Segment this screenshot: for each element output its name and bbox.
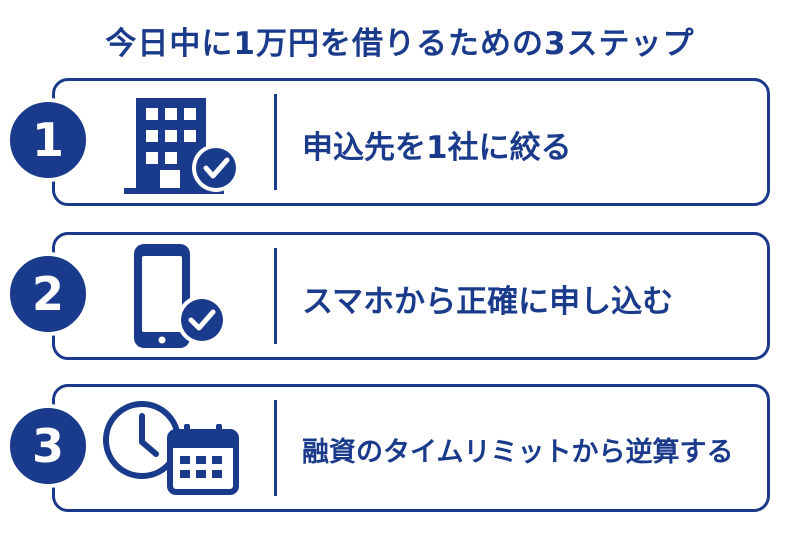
step-number-badge: 1 bbox=[6, 98, 90, 182]
smartphone-check-icon bbox=[134, 244, 227, 348]
clock-calendar-icon bbox=[103, 401, 239, 495]
step-label: 融資のタイムリミットから逆算する bbox=[302, 437, 734, 468]
step-3: 3 融資のタイムリミットから逆算する bbox=[0, 384, 800, 524]
step-1: 1 申込先を1社に絞る bbox=[0, 78, 800, 218]
step-label: 申込先を1社に絞る bbox=[302, 130, 572, 166]
building-check-icon bbox=[124, 98, 240, 194]
step-number-badge: 3 bbox=[6, 404, 90, 488]
step-divider bbox=[274, 248, 277, 344]
step-divider bbox=[274, 400, 277, 496]
step-divider bbox=[274, 94, 277, 190]
page-title: 今日中に1万円を借りるための3ステップ bbox=[105, 26, 695, 62]
step-number-badge: 2 bbox=[6, 252, 90, 336]
step-2: 2 スマホから正確に申し込む bbox=[0, 232, 800, 372]
step-label: スマホから正確に申し込む bbox=[302, 284, 674, 320]
